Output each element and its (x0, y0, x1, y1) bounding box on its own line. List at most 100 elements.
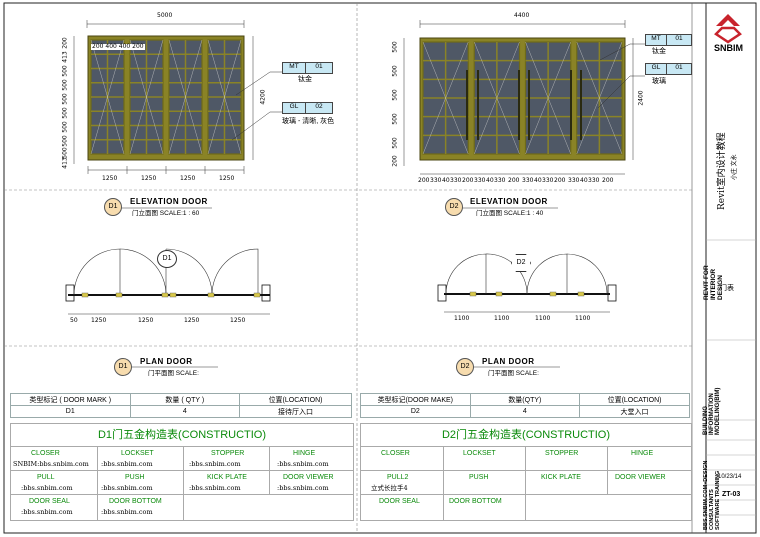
d2-plan-subtitle: 门平面图 SCALE: (488, 370, 539, 377)
schedule-value-mark: D2 (360, 405, 471, 418)
table-row: D2 4 大堂入口 (360, 405, 690, 418)
d1-plan-dim-0: 50 (70, 317, 78, 324)
d1-plan-tag: D1 (157, 250, 177, 268)
schedule-value-location: 大堂入口 (579, 405, 690, 418)
plan-d1-drawing (65, 248, 271, 315)
d1-door-schedule: 类型标记 ( DOOR MARK ) 数量 ( QTY ) 位置(LOCATIO… (10, 393, 352, 418)
hw-pull-label: PULL (37, 474, 55, 481)
schedule-value-qty: 4 (469, 405, 581, 418)
door-leaf (524, 41, 572, 155)
pull-handle (528, 70, 530, 140)
schedule-header-mark: 类型标记(DOOR MAKE) (360, 393, 471, 406)
d2-elevation-title: ELEVATION DOOR (470, 197, 548, 206)
sheet-name: 门表 (720, 285, 734, 292)
d1-top-small-dims: 200 400 400 200 (91, 43, 145, 50)
vertical-sub: 小庄 文永 (732, 154, 738, 180)
d1-height-dim: 4200 (259, 89, 267, 105)
d1-plan-dim-1: 1250 (91, 317, 107, 324)
door-leaf (576, 41, 623, 155)
pull-handle (518, 70, 520, 140)
elevation-d1-drawing (73, 20, 282, 174)
door-leaf (129, 39, 164, 155)
d2-mt-tag: MT 01 (645, 34, 695, 46)
d1-plan-dim-3: 1250 (184, 317, 200, 324)
plan-d2-drawing (437, 253, 617, 313)
hw-door-bottom-value: :bbs.snbim.com (101, 508, 153, 516)
schedule-header-location: 位置(LOCATION) (239, 393, 352, 406)
table-row: D1 4 接待厅入口 (10, 405, 352, 418)
hw-closer-value: SNBIM:bbs.snbim.com (13, 460, 89, 468)
hw-door-seal-value: :bbs.snbim.com (21, 508, 73, 516)
hw-hinge-value: :bbs.snbim.com (277, 460, 329, 468)
door-leaf (90, 39, 125, 155)
sheet-border (3, 2, 757, 534)
table-row: 类型标记 ( DOOR MARK ) 数量 ( QTY ) 位置(LOCATIO… (10, 393, 352, 406)
hw-pull-label: PULL2 (387, 474, 409, 481)
hw-push-value: :bbs.snbim.com (101, 484, 153, 492)
schedule-value-location: 接待厅入口 (239, 405, 352, 418)
sidebar-bottom-text: BBS.SNBIM.COM»DESIGN CONSULTANTS SOFTWAR… (703, 460, 721, 530)
d2-door-schedule: 类型标记(DOOR MAKE) 数量(QTY) 位置(LOCATION) D2 … (360, 393, 690, 418)
d1-hardware-title: D1门五金构造表(CONSTRUCTIO) (97, 429, 267, 441)
hw-push-label: PUSH (125, 474, 145, 481)
hw-door-viewer-label: DOOR VIEWER (615, 474, 666, 481)
hw-hinge-label: HINGE (631, 450, 654, 457)
d2-plan-dim-3: 1100 (575, 315, 591, 322)
hw-kick-plate-label: KICK PLATE (207, 474, 247, 481)
d2-hardware-title: D2门五金构造表(CONSTRUCTIO) (441, 429, 611, 441)
d1-gl-tag: GL 02 (282, 102, 334, 114)
schedule-header-qty: 数量 ( QTY ) (129, 393, 241, 406)
logo-text: SNBIM (714, 43, 743, 53)
pull-handle (466, 70, 468, 140)
d1-bottom-dim-2: 1250 (141, 175, 157, 182)
hw-door-viewer-label: DOOR VIEWER (283, 474, 334, 481)
hw-door-viewer-value: :bbs.snbim.com (277, 484, 329, 492)
hw-kick-plate-label: KICK PLATE (541, 474, 581, 481)
hw-push-label: PUSH (469, 474, 489, 481)
hw-stopper-label: STOPPER (545, 450, 579, 457)
hw-lockset-label: LOCKSET (121, 450, 154, 457)
d2-hardware-table: D2门五金构造表(CONSTRUCTIO) CLOSER LOCKSET STO… (360, 423, 692, 521)
hw-stopper-value: :bbs.snbim.com (189, 460, 241, 468)
hw-hinge-label: HINGE (293, 450, 316, 457)
d2-plan-dim-0: 1100 (454, 315, 470, 322)
d2-plan-dim-1: 1100 (494, 315, 510, 322)
hw-pull-value: :bbs.snbim.com (21, 484, 73, 492)
hw-pull-value: 立式长拉手4 (371, 484, 408, 492)
d1-plan-dim-4: 1250 (230, 317, 246, 324)
pull-handle (570, 70, 572, 140)
d2-overall-width: 4400 (514, 12, 530, 19)
schedule-header-qty: 数量(QTY) (469, 393, 581, 406)
d1-plan-title: PLAN DOOR (140, 357, 193, 366)
sidebar-sub-text: BUILDING INFORMATION MODELING(BIM) (703, 387, 721, 435)
hw-kick-plate-value: :bbs.snbim.com (189, 484, 241, 492)
d1-left-dims: 200 413 500 500 500 500 500 500 500 413 (61, 37, 69, 169)
d1-bottom-dim-3: 1250 (180, 175, 196, 182)
d2-plan-mark: D2 (456, 358, 474, 376)
d2-gl-desc: 玻璃 (652, 78, 666, 85)
d1-elevation-subtitle: 门立面图 SCALE:1 : 60 (132, 210, 200, 217)
schedule-header-mark: 类型标记 ( DOOR MARK ) (10, 393, 131, 406)
d2-mt-desc: 钛金 (652, 48, 666, 55)
door-leaf (207, 39, 242, 155)
hw-closer-label: CLOSER (31, 450, 60, 457)
d1-bottom-dim-1: 1250 (102, 175, 118, 182)
d1-hardware-table: D1门五金构造表(CONSTRUCTIO) CLOSER LOCKSET STO… (10, 423, 354, 521)
d2-gl-tag: GL 01 (645, 63, 695, 75)
door-leaf (422, 41, 469, 155)
pull-handle (580, 70, 582, 140)
d2-left-dims: 500 500 500 500 500 200 (391, 41, 399, 167)
d2-elevation-subtitle: 门立面图 SCALE:1 : 40 (476, 210, 544, 217)
hw-lockset-value: :bbs.snbim.com (101, 460, 153, 468)
door-leaf (473, 41, 521, 155)
sheet-number: ZT-03 (722, 491, 741, 498)
sheet-date: 10/23/14 (718, 474, 742, 480)
d2-elevation-mark: D2 (445, 198, 463, 216)
d2-height-dim: 2400 (637, 90, 645, 106)
hw-closer-label: CLOSER (381, 450, 410, 457)
hw-stopper-label: STOPPER (211, 450, 245, 457)
hw-door-bottom-label: DOOR BOTTOM (449, 498, 502, 505)
elevation-d2-drawing (403, 20, 645, 175)
hw-door-seal-label: DOOR SEAL (379, 498, 420, 505)
d1-plan-subtitle: 门平面图 SCALE: (148, 370, 199, 377)
